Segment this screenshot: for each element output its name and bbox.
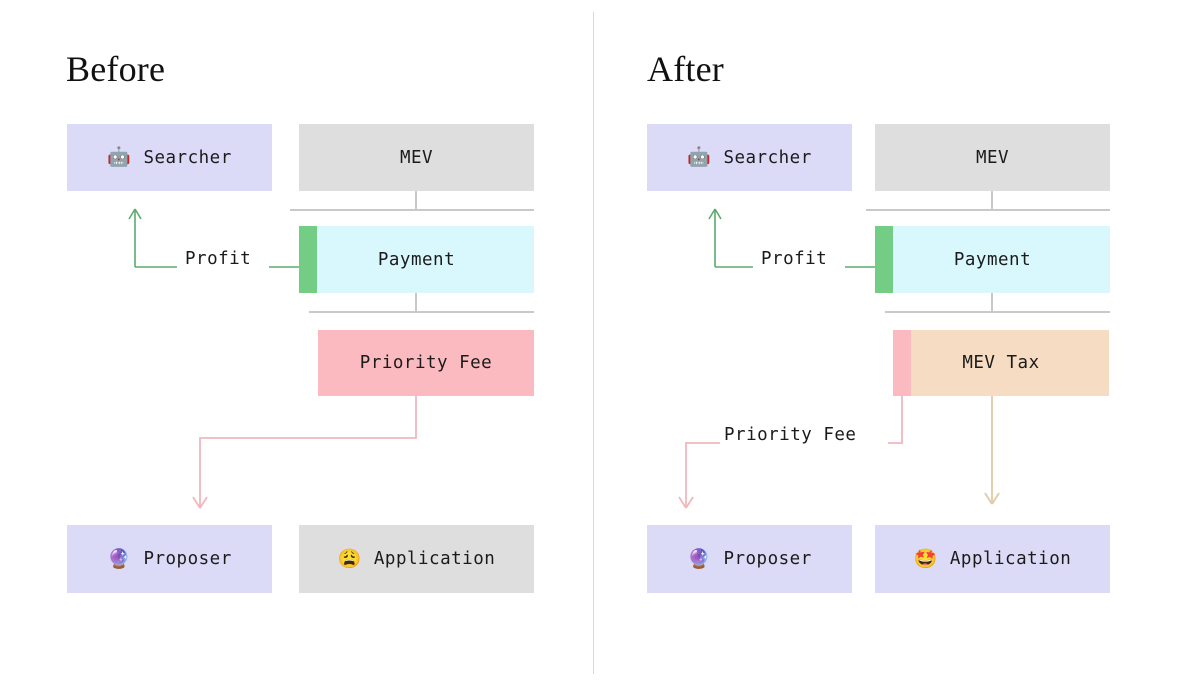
priority-fee-label: Priority Fee: [359, 353, 493, 373]
bracket-rule-mev-payment-after: [866, 209, 1110, 211]
profit-connector-before: [120, 195, 310, 275]
panel-divider: [593, 12, 594, 674]
payment-label: Payment: [377, 249, 456, 270]
searcher-label: Searcher: [723, 147, 812, 168]
weary-face-emoji: 😩: [337, 547, 362, 570]
mev-bar-after: MEV: [875, 124, 1110, 191]
mev-bar-before: MEV: [299, 124, 534, 191]
application-label: Application: [373, 549, 496, 569]
profit-label-after: Profit: [761, 249, 828, 269]
tax-to-application-connector-after: [984, 396, 1015, 516]
bracket-rule-payment-tax-after: [885, 311, 1110, 313]
searcher-box-after: 🤖 Searcher: [647, 124, 852, 191]
searcher-label: Searcher: [143, 147, 232, 168]
proposer-box-before: 🔮 Proposer: [67, 525, 272, 593]
bracket-rule-mev-payment-before: [290, 209, 534, 211]
application-box-before: 😩 Application: [299, 525, 534, 593]
proposer-box-after: 🔮 Proposer: [647, 525, 852, 593]
application-box-after: 🤩 Application: [875, 525, 1110, 593]
fee-to-proposer-connector-before: [190, 396, 440, 526]
star-struck-emoji: 🤩: [913, 547, 938, 570]
proposer-label: Proposer: [143, 549, 232, 569]
payment-label: Payment: [953, 249, 1032, 270]
mev-tax-label: MEV Tax: [962, 353, 1040, 373]
panel-title-after: After: [647, 49, 724, 89]
profit-label-before: Profit: [185, 249, 252, 269]
application-label: Application: [949, 549, 1072, 569]
crystal-ball-emoji: 🔮: [107, 547, 132, 570]
bracket-tick-payment-tax-after: [991, 293, 993, 312]
mev-label: MEV: [399, 147, 434, 168]
proposer-label: Proposer: [723, 549, 812, 569]
robot-emoji: 🤖: [107, 146, 132, 168]
payment-bar-before: Payment: [299, 226, 534, 293]
crystal-ball-emoji: 🔮: [687, 547, 712, 570]
robot-emoji: 🤖: [687, 146, 712, 168]
mev-label: MEV: [975, 147, 1010, 168]
profit-segment-before: [299, 226, 317, 293]
bracket-tick-mev-payment-before: [415, 191, 417, 210]
priority-fee-segment-after: [893, 330, 911, 396]
priority-fee-bar-before: Priority Fee: [318, 330, 534, 396]
profit-segment-after: [875, 226, 893, 293]
bracket-rule-payment-fee-before: [309, 311, 534, 313]
panel-title-before: Before: [66, 49, 166, 89]
payment-bar-after: Payment: [875, 226, 1110, 293]
bracket-tick-mev-payment-after: [991, 191, 993, 210]
priority-fee-label-after: Priority Fee: [724, 425, 857, 445]
bracket-tick-payment-fee-before: [415, 293, 417, 312]
profit-connector-after: [700, 195, 890, 275]
searcher-box-before: 🤖 Searcher: [67, 124, 272, 191]
fee-to-proposer-connector-after: [676, 396, 916, 526]
mev-tax-bar-after: MEV Tax: [893, 330, 1109, 396]
